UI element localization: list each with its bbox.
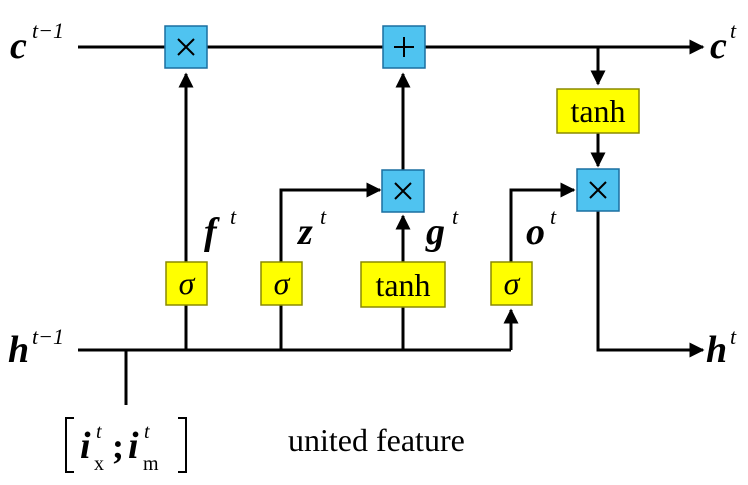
input-im-symbol: i bbox=[128, 425, 139, 467]
z-gate-to-mult-line bbox=[279, 182, 382, 262]
f-symbol: f bbox=[204, 211, 220, 253]
o-sigma-symbol: σ bbox=[504, 265, 521, 301]
o-gate-to-mult-line bbox=[509, 182, 576, 262]
united-feature-caption: united feature bbox=[288, 422, 465, 458]
o-symbol: o bbox=[526, 211, 545, 253]
forget-multiply-node bbox=[164, 25, 208, 69]
h-prev-symbol: h bbox=[8, 329, 29, 371]
right-bracket bbox=[178, 417, 187, 473]
label-c-prev: c t−1 bbox=[10, 18, 64, 67]
label-o: o t bbox=[526, 204, 557, 253]
multiply-icon bbox=[589, 181, 607, 199]
output-to-h-line bbox=[596, 211, 705, 358]
plus-icon bbox=[394, 37, 414, 57]
c-prev-symbol: c bbox=[10, 25, 27, 67]
f-sigma-box: σ bbox=[165, 261, 208, 306]
z-sigma-symbol: σ bbox=[274, 265, 291, 301]
input-ix-subscript: x bbox=[94, 453, 104, 475]
h-next-superscript: t bbox=[730, 324, 737, 349]
input-ix-symbol: i bbox=[80, 425, 91, 467]
label-z: z t bbox=[296, 204, 327, 253]
label-h-prev: h t−1 bbox=[8, 324, 64, 371]
c-next-symbol: c bbox=[710, 25, 727, 67]
c-next-superscript: t bbox=[730, 18, 737, 43]
cell-add-node bbox=[382, 25, 426, 69]
z-sigma-box: σ bbox=[260, 261, 303, 306]
f-superscript: t bbox=[230, 204, 237, 229]
left-bracket bbox=[65, 417, 74, 473]
z-superscript: t bbox=[320, 204, 327, 229]
z-symbol: z bbox=[296, 211, 313, 253]
g-superscript: t bbox=[452, 204, 459, 229]
c-prev-superscript: t−1 bbox=[32, 18, 64, 43]
input-concat-label: i t x ; i t m bbox=[65, 417, 187, 475]
output-multiply-node bbox=[576, 168, 620, 212]
cell-tanh-label: tanh bbox=[570, 93, 625, 129]
h-prev-superscript: t−1 bbox=[32, 324, 64, 349]
label-g: g t bbox=[425, 204, 459, 253]
g-symbol: g bbox=[425, 211, 445, 253]
multiply-icon bbox=[394, 182, 412, 200]
input-im-subscript: m bbox=[143, 453, 159, 475]
f-sigma-symbol: σ bbox=[179, 265, 196, 301]
g-tanh-box: tanh bbox=[360, 261, 446, 308]
input-multiply-node bbox=[381, 169, 425, 213]
label-f: f t bbox=[204, 204, 237, 253]
input-ix-superscript: t bbox=[96, 421, 102, 443]
label-h-next: h t bbox=[706, 324, 737, 371]
label-c-next: c t bbox=[710, 18, 737, 67]
g-tanh-label: tanh bbox=[375, 267, 430, 303]
input-im-superscript: t bbox=[144, 421, 150, 443]
h-next-symbol: h bbox=[706, 329, 727, 371]
o-sigma-box: σ bbox=[490, 261, 533, 306]
multiply-icon bbox=[177, 38, 195, 56]
input-separator: ; bbox=[112, 426, 124, 466]
o-superscript: t bbox=[550, 204, 557, 229]
cell-tanh-box: tanh bbox=[556, 88, 640, 134]
